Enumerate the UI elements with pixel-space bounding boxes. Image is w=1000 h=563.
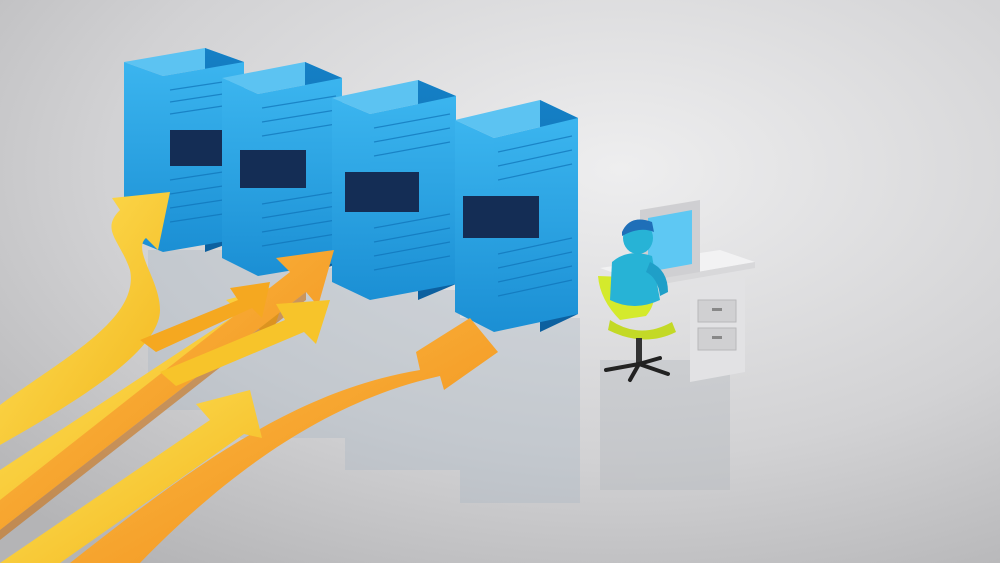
arrow-group — [0, 192, 498, 563]
arrow-icon — [70, 318, 498, 563]
server-rack-icon — [222, 62, 342, 276]
arrow-icon — [140, 282, 270, 352]
server-rack-icon — [455, 100, 578, 332]
operator-icon — [610, 219, 668, 306]
monitor-icon — [640, 200, 700, 282]
arrow-icon — [160, 300, 330, 386]
arrow-icon — [0, 390, 262, 563]
server-rack-icon — [332, 80, 456, 300]
arrow-icon — [0, 192, 170, 445]
server-reflections — [148, 250, 730, 503]
